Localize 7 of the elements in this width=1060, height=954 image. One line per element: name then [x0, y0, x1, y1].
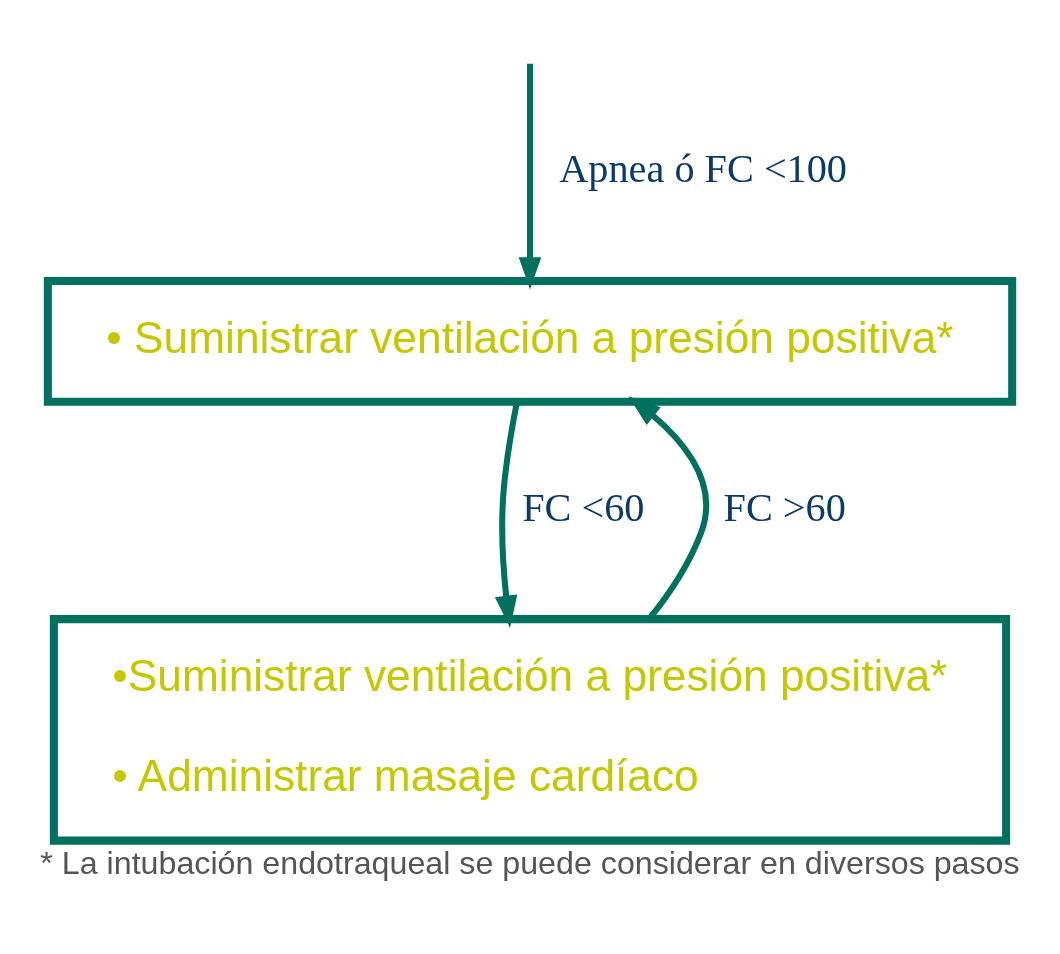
- arrow: [518, 63, 542, 290]
- edge-label: FC <60: [522, 484, 645, 529]
- node-box: • Suministrar ventilación a presión positiva*: [43, 276, 1017, 406]
- node-box: •Suministrar ventilación a presión positiva* • Administrar masaje cardíaco: [49, 614, 1011, 845]
- edge-label: Apnea ó FC <100: [559, 145, 847, 191]
- caption: * La intubación endotraqueal se puede considerar en diversos pasos: [40, 844, 1020, 881]
- edge-label: FC >60: [723, 484, 846, 529]
